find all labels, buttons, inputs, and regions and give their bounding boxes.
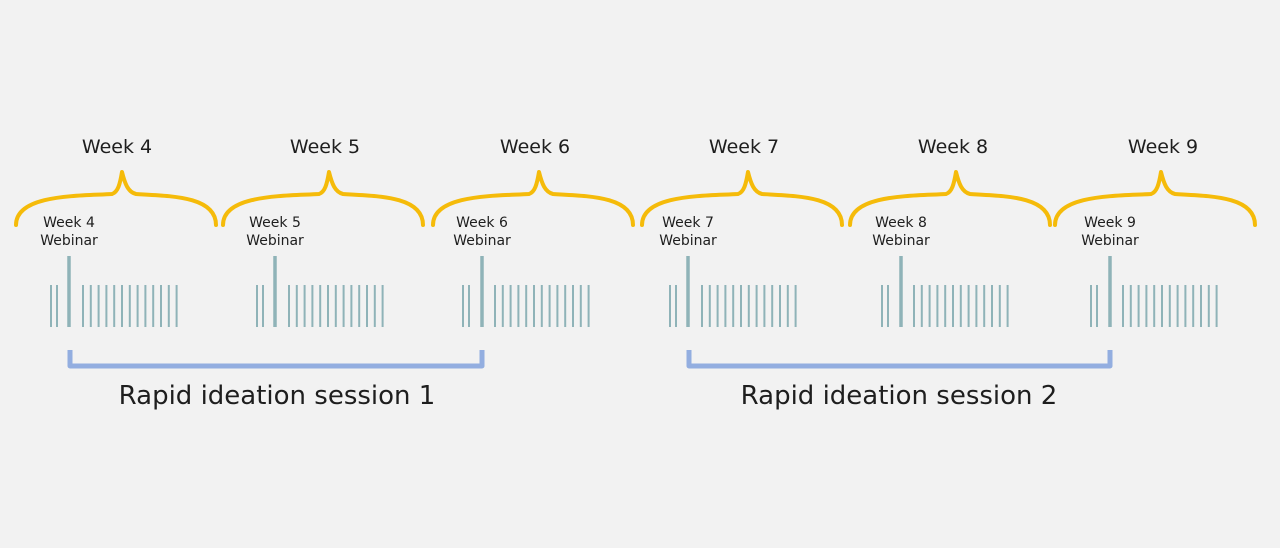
webinar-label-line1: Week 9	[1084, 215, 1136, 231]
webinar-label-line1: Week 4	[43, 215, 95, 231]
webinar-label-line1: Week 8	[875, 215, 927, 231]
week-brace	[221, 170, 425, 227]
webinar-label: Week 7 Webinar	[633, 214, 743, 250]
session-bracket	[686, 350, 1113, 369]
week-label: Week 9	[1127, 136, 1199, 158]
webinar-label-line2: Webinar	[40, 233, 98, 249]
week-label: Week 4	[81, 136, 153, 158]
webinar-label-line2: Webinar	[453, 233, 511, 249]
webinar-label-line1: Week 7	[662, 215, 714, 231]
week-brace	[14, 170, 218, 227]
week-label: Week 6	[499, 136, 571, 158]
webinar-label: Week 8 Webinar	[846, 214, 956, 250]
webinar-label: Week 9 Webinar	[1055, 214, 1165, 250]
webinar-label: Week 6 Webinar	[427, 214, 537, 250]
webinar-label: Week 4 Webinar	[14, 214, 124, 250]
week-brace	[1053, 170, 1257, 227]
week-brace	[640, 170, 844, 227]
webinar-label: Week 5 Webinar	[220, 214, 330, 250]
webinar-label-line2: Webinar	[1081, 233, 1139, 249]
webinar-label-line2: Webinar	[246, 233, 304, 249]
week-label: Week 5	[289, 136, 361, 158]
webinar-label-line2: Webinar	[659, 233, 717, 249]
webinar-label-line1: Week 5	[249, 215, 301, 231]
webinar-label-line2: Webinar	[872, 233, 930, 249]
week-brace	[848, 170, 1052, 227]
webinar-label-line1: Week 6	[456, 215, 508, 231]
week-label: Week 8	[917, 136, 989, 158]
week-label: Week 7	[708, 136, 780, 158]
session-label: Rapid ideation session 1	[118, 381, 436, 411]
session-label: Rapid ideation session 2	[740, 381, 1058, 411]
session-bracket	[67, 350, 485, 369]
week-brace	[431, 170, 635, 227]
